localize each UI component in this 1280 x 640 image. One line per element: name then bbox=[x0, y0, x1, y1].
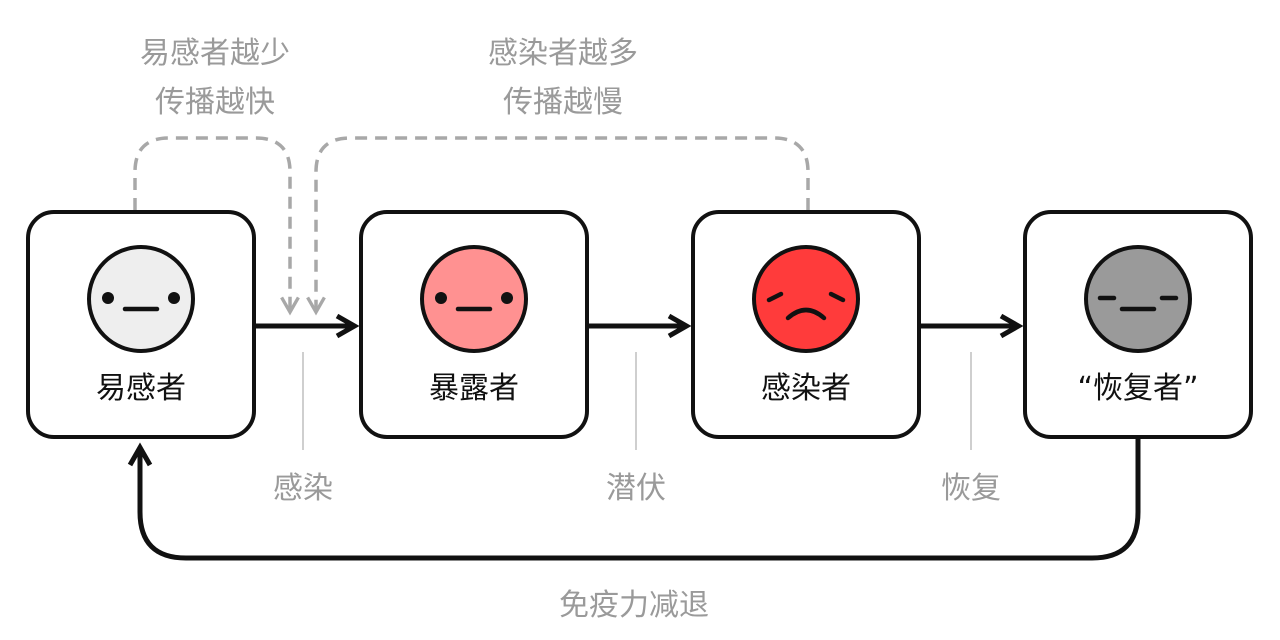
transition-label-recovery: 恢复 bbox=[941, 471, 1001, 506]
immunity-waning-label: 免疫力减退 bbox=[559, 588, 709, 623]
stage-label-recovered: “恢复者” bbox=[1077, 371, 1198, 406]
stage-label-infected: 感染者 bbox=[761, 371, 851, 406]
susceptible-note-line2: 传播越快 bbox=[155, 85, 275, 120]
stage-label-susceptible: 易感者 bbox=[96, 371, 186, 406]
transition-label-incubation: 潜伏 bbox=[606, 471, 666, 506]
stage-label-exposed: 暴露者 bbox=[429, 371, 519, 406]
susceptible-feedback-dashed-arrow bbox=[133, 136, 300, 316]
neutral-face-icon bbox=[420, 245, 528, 353]
transition-label-infection: 感染 bbox=[273, 471, 333, 506]
infected-note-line1: 感染者越多 bbox=[488, 36, 638, 71]
infected-note-line2: 传播越慢 bbox=[503, 85, 623, 120]
sad-face-icon bbox=[752, 245, 860, 353]
infected-feedback-dashed-arrow bbox=[306, 136, 810, 316]
susceptible-note-line1: 易感者越少 bbox=[140, 36, 290, 71]
neutral-face-icon bbox=[87, 245, 195, 353]
sleepy-face-icon bbox=[1084, 245, 1192, 353]
immunity-waning-loop-arrow bbox=[127, 437, 1141, 561]
